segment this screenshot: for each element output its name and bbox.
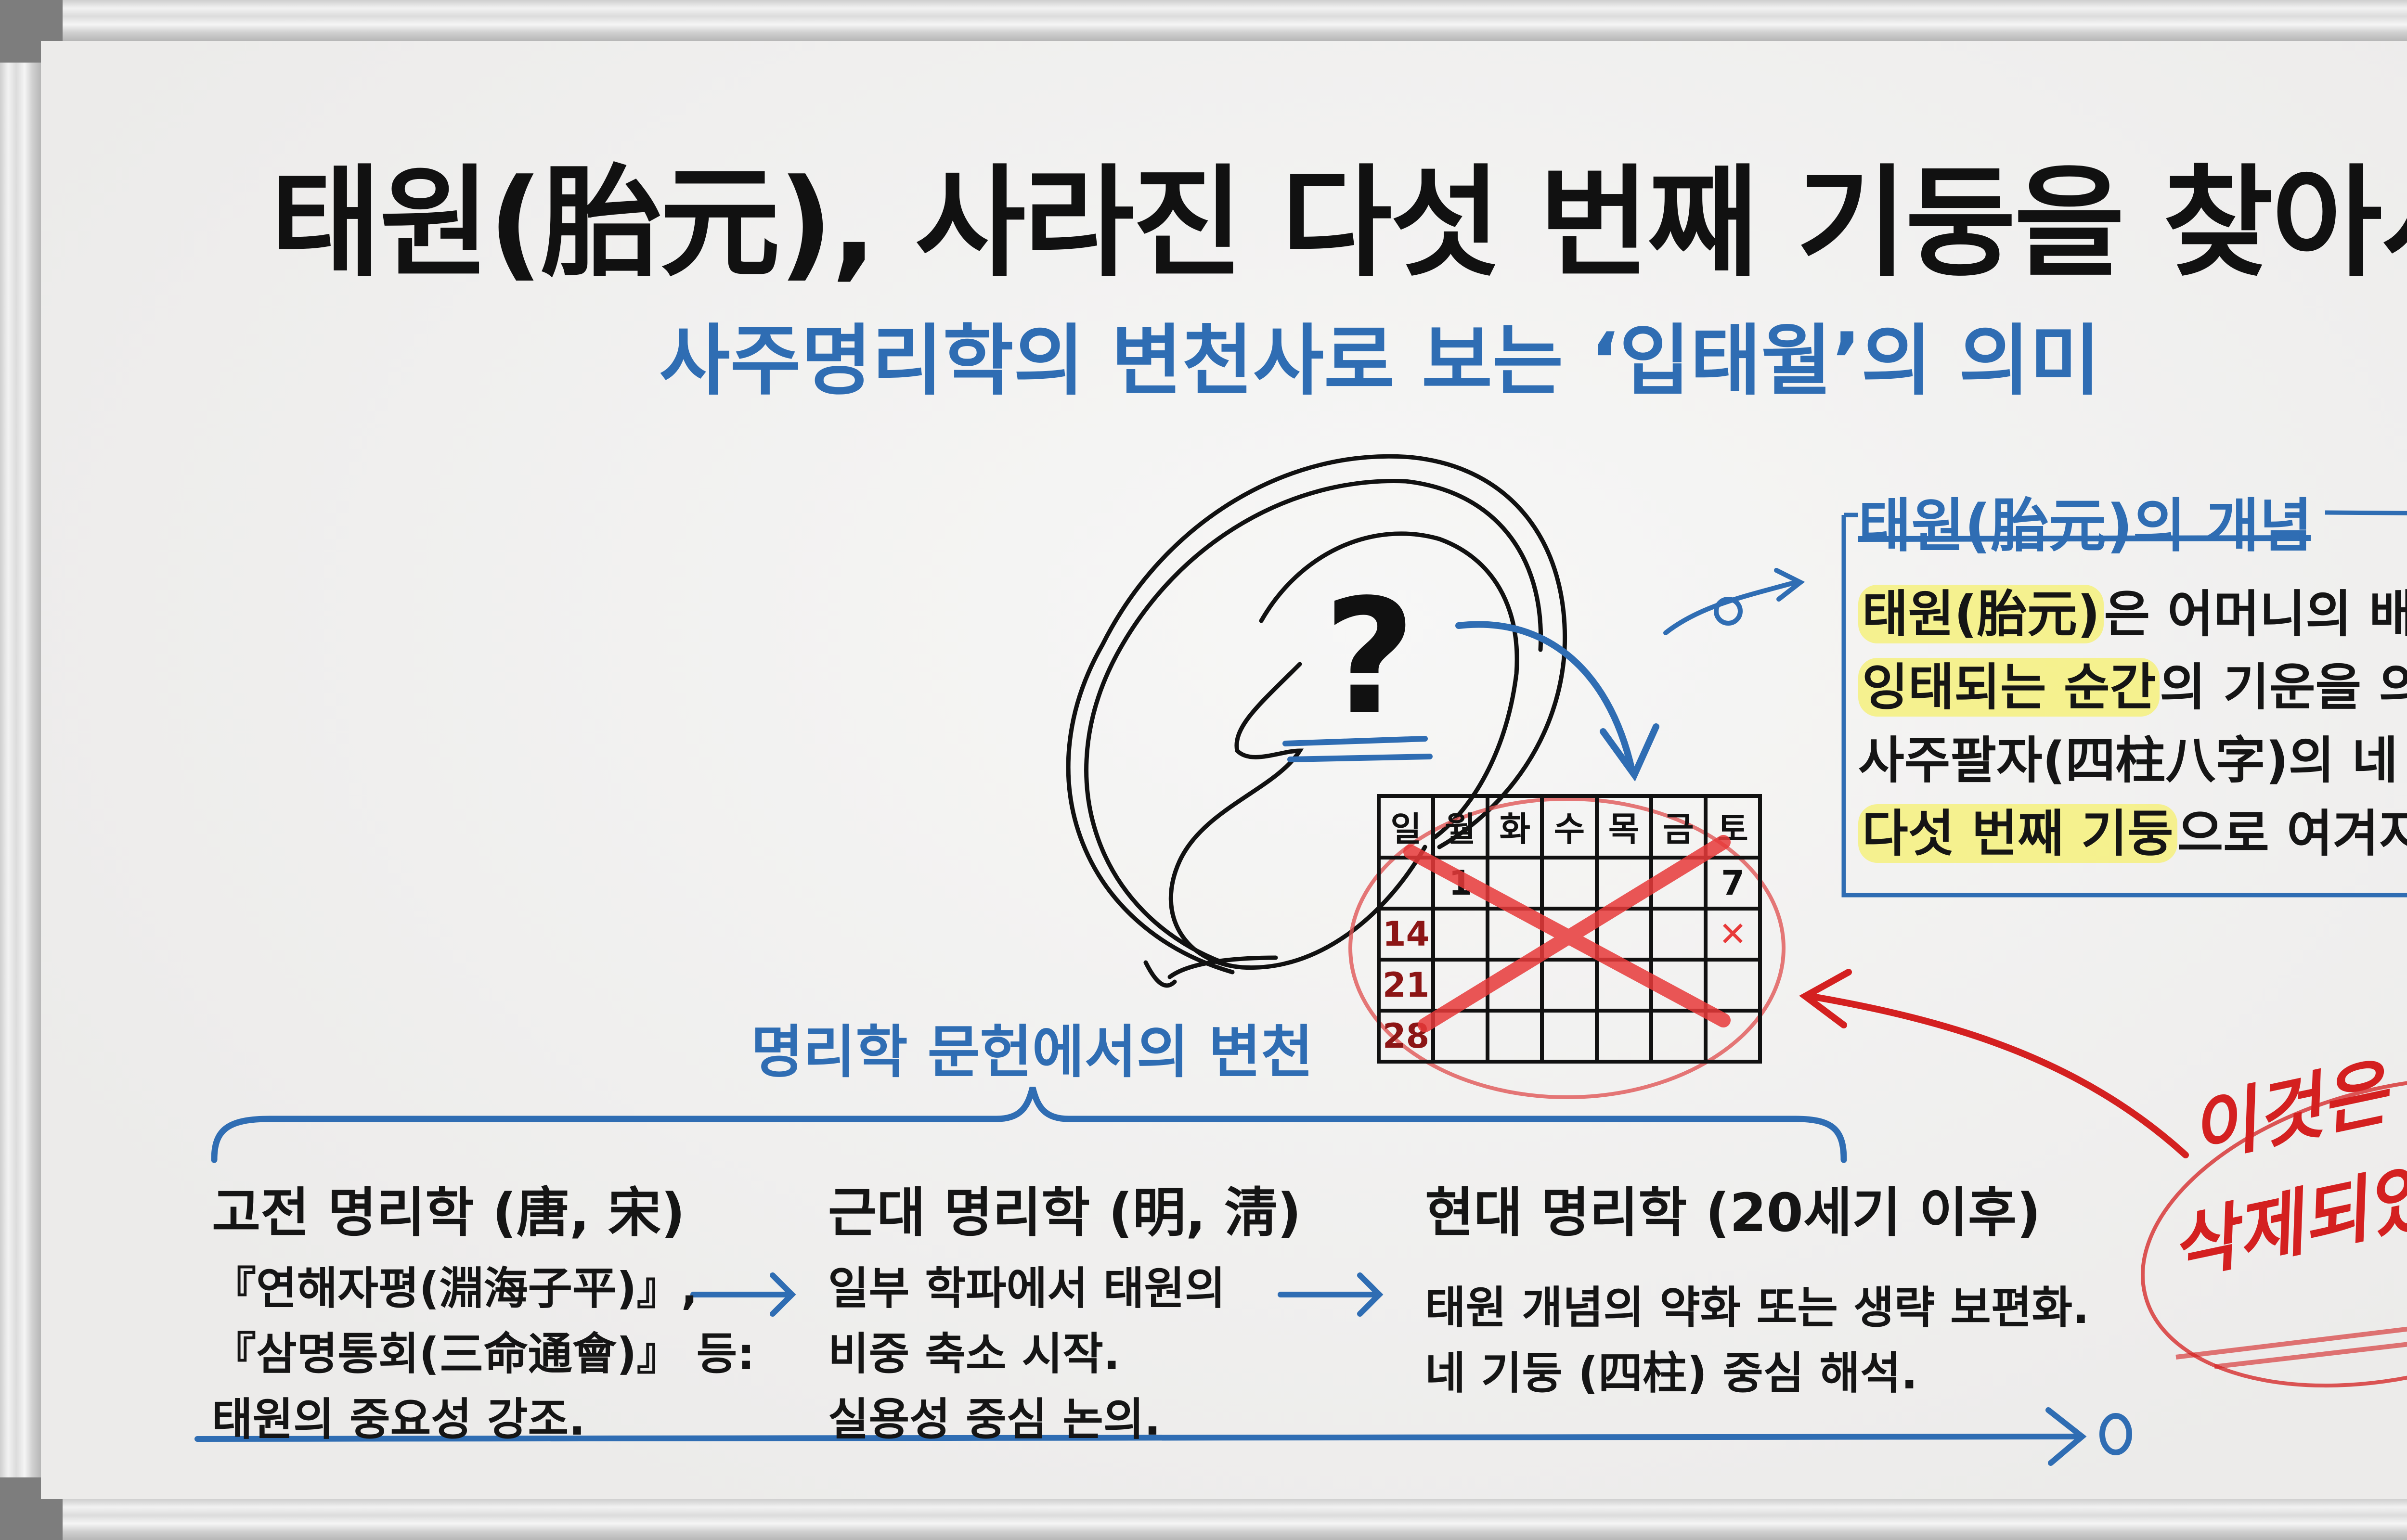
era-desc-line: 네 기둥 (四柱) 중심 해석.: [1425, 1348, 1918, 1399]
calendar-cell: [1594, 1008, 1653, 1064]
era-title: 현대 명리학 (20세기 이후): [1425, 1182, 2041, 1244]
page-title: 태원(胎元), 사라진 다섯 번째 기둥을 찾아서: [271, 153, 2407, 293]
calendar-cell: [1540, 1008, 1599, 1064]
concept-box-body: 태원(胎元)은 어머니의 배 속에 잉태되는 순간의 기운을 의미한다. 사주팔…: [1858, 578, 2407, 870]
calendar-cell: [1649, 1008, 1708, 1064]
calendar-cell: 21: [1376, 957, 1436, 1013]
era-desc-line: 『연해자평(淵海子平)』,: [212, 1263, 698, 1314]
calendar-cell: 14: [1376, 906, 1436, 962]
calendar-weekday: 금: [1649, 794, 1708, 860]
concept-line: 태원(胎元)은 어머니의 배 속에: [1858, 578, 2407, 651]
concept-box-title: 태원(胎元)의 개념: [1858, 493, 2313, 560]
era-title: 고전 명리학 (唐, 宋): [212, 1182, 686, 1244]
highlight-text: 태원(胎元): [1858, 585, 2104, 643]
calendar-cell: [1703, 957, 1762, 1013]
arrow-right-icon: [1278, 1272, 1384, 1317]
era-desc-line: 실용성 중심 논의.: [828, 1394, 1161, 1445]
page-subtitle: 사주명리학의 변천사로 보는 ‘입태월’의 의미: [659, 316, 2101, 406]
concept-line: 다섯 번째 기둥으로 여겨지기도 한다.: [1858, 797, 2407, 870]
calendar-weekday: 화: [1486, 794, 1544, 860]
concept-text: 의 기운을 의미한다.: [2160, 658, 2407, 717]
callout-scribble-icon: [2141, 1076, 2407, 1388]
calendar-weekday: 목: [1594, 794, 1653, 860]
era-desc-line: 일부 학파에서 태원의: [828, 1263, 1226, 1314]
red-pointer-arrow-icon: [1799, 969, 2189, 1158]
calendar-cell: [1649, 906, 1708, 962]
concept-line: 잉태되는 순간의 기운을 의미한다.: [1858, 651, 2407, 724]
calendar-cell: [1431, 906, 1490, 962]
era-description: 태원 개념의 약화 또는 생략 보편화. 네 기둥 (四柱) 중심 해석.: [1425, 1275, 2089, 1406]
timeline-brace-icon: [211, 1087, 1847, 1163]
question-mark-icon: ?: [1323, 565, 1415, 750]
calendar-weekday: 일: [1376, 794, 1436, 860]
era-description: 『연해자평(淵海子平)』, 『삼명통회(三命通會)』 등: 태원의 중요성 강조…: [212, 1256, 755, 1452]
calendar-weekday: 토: [1703, 794, 1762, 860]
era-contemporary: 현대 명리학 (20세기 이후) 태원 개념의 약화 또는 생략 보편화. 네 …: [1425, 1169, 2089, 1406]
whiteboard-frame-top: [0, 0, 2407, 41]
whiteboard-frame-left: [0, 0, 41, 1540]
concept-text: 사주팔자(四柱八字)의 네 기둥에 더해: [1858, 731, 2407, 790]
concept-text: 은 어머니의 배 속에: [2104, 585, 2407, 643]
era-desc-line: 『삼명통회(三命通會)』 등:: [212, 1328, 755, 1380]
concept-box-border: [1841, 510, 2407, 898]
calendar-cell-crossed: ✕: [1703, 906, 1762, 962]
era-desc-line: 태원의 중요성 강조.: [212, 1394, 586, 1445]
equals-mark-icon: [1282, 736, 1433, 762]
red-cross-icon: [1403, 835, 1731, 1032]
concept-text: 으로 여겨지기도 한다.: [2177, 804, 2407, 863]
calendar-weekday: 월: [1431, 794, 1490, 860]
calendar-grid: 일 월 화 수 목 금 토 1 7 14 ✕ 21: [1376, 794, 1762, 1064]
calendar-weekday: 수: [1540, 794, 1599, 860]
timeline-title: 명리학 문헌에서의 변천: [751, 1019, 1313, 1085]
whiteboard-frame-bottom: [0, 1499, 2407, 1540]
calendar-cell: 7: [1703, 855, 1762, 911]
curved-arrow-icon: [1455, 621, 1659, 782]
whiteboard-surface: [41, 41, 2407, 1499]
calendar-cell: [1486, 1008, 1544, 1064]
calendar-cell: 28: [1376, 1008, 1436, 1064]
era-title: 근대 명리학 (明, 淸): [828, 1182, 1302, 1244]
era-modern: 근대 명리학 (明, 淸) 일부 학파에서 태원의 비중 축소 시작. 실용성 …: [828, 1169, 1301, 1452]
calendar-cell: [1540, 957, 1599, 1013]
arrow-right-icon: [690, 1272, 796, 1317]
era-description: 일부 학파에서 태원의 비중 축소 시작. 실용성 중심 논의.: [828, 1256, 1301, 1452]
era-desc-line: 비중 축소 시작.: [828, 1328, 1120, 1380]
fetus-outline-icon: [1066, 454, 1567, 988]
concept-line: 사주팔자(四柱八字)의 네 기둥에 더해: [1858, 724, 2407, 797]
loop-arrow-icon: [1663, 568, 1805, 635]
highlight-text: 다섯 번째 기둥: [1858, 804, 2177, 863]
highlight-text: 잉태되는 순간: [1858, 658, 2160, 717]
calendar-cell: [1540, 855, 1599, 911]
era-classical: 고전 명리학 (唐, 宋) 『연해자평(淵海子平)』, 『삼명통회(三命通會)』…: [212, 1169, 755, 1452]
timeline-axis-arrow-icon: [194, 1407, 2132, 1466]
era-desc-line: 태원 개념의 약화 또는 생략 보편화.: [1425, 1282, 2090, 1334]
